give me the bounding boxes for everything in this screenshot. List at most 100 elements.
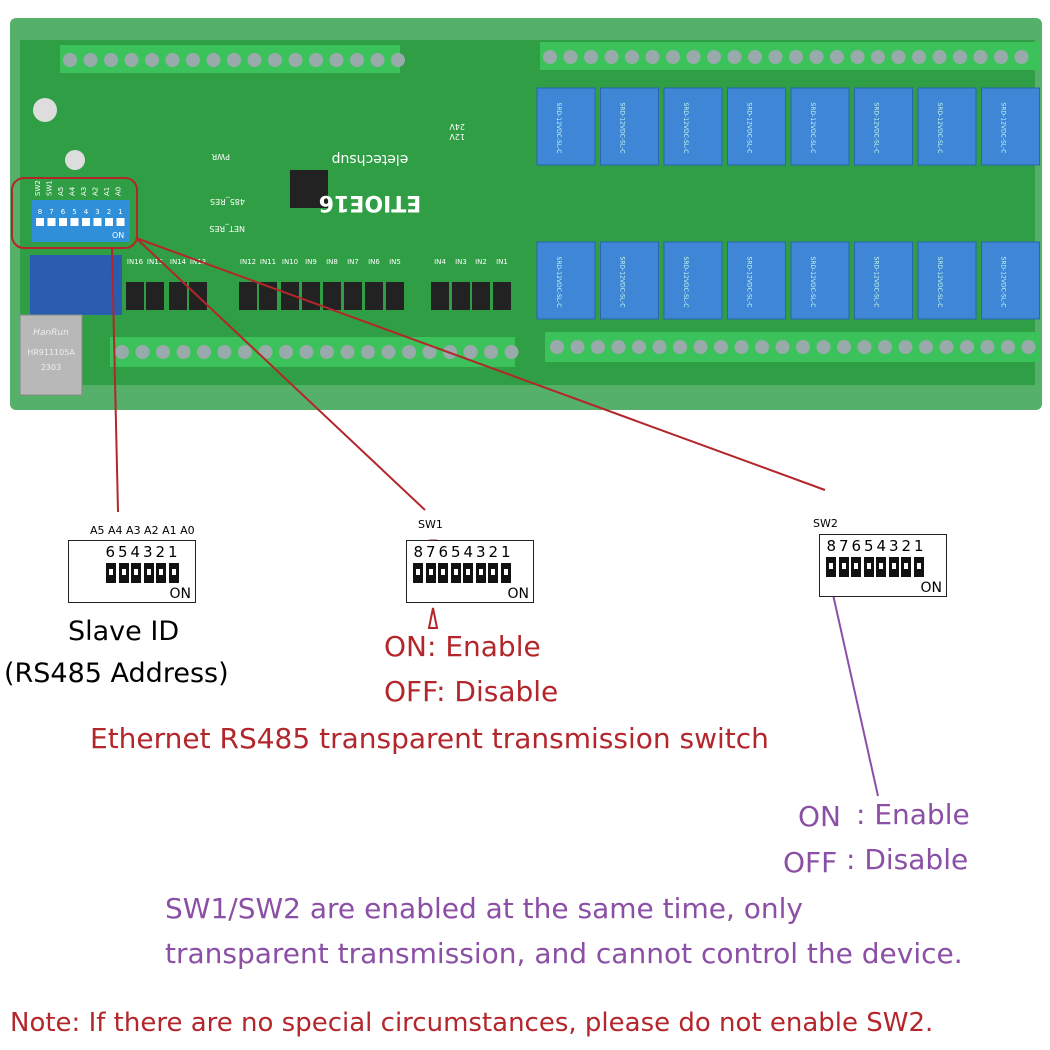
dip-key[interactable]: [105, 218, 113, 226]
dip-key[interactable]: [116, 218, 125, 226]
terminal-screw[interactable]: [775, 340, 790, 354]
terminal-screw[interactable]: [186, 53, 200, 67]
terminal-screw[interactable]: [857, 340, 872, 354]
terminal-screw[interactable]: [570, 340, 585, 354]
terminal-screw[interactable]: [156, 345, 170, 359]
relay-label: SRD-12VDC-SL-C: [873, 257, 880, 308]
terminal-screw[interactable]: [309, 53, 323, 67]
terminal-screw[interactable]: [124, 53, 139, 67]
terminal-screw[interactable]: [953, 50, 967, 64]
terminal-screw[interactable]: [980, 340, 995, 354]
terminal-screw[interactable]: [611, 340, 626, 354]
terminal-screw[interactable]: [115, 345, 129, 359]
terminal-screw[interactable]: [288, 53, 303, 67]
terminal-screw[interactable]: [484, 345, 498, 359]
terminal-screw[interactable]: [381, 345, 396, 359]
terminal-screw[interactable]: [591, 340, 605, 354]
terminal-screw[interactable]: [543, 50, 557, 64]
terminal-screw[interactable]: [912, 50, 926, 64]
terminal-screw[interactable]: [422, 345, 437, 359]
terminal-screw[interactable]: [673, 340, 687, 354]
switch-key: [450, 563, 461, 583]
terminal-screw[interactable]: [176, 345, 191, 359]
terminal-screw[interactable]: [197, 345, 211, 359]
terminal-screw[interactable]: [1001, 340, 1015, 354]
terminal-screw[interactable]: [135, 345, 150, 359]
terminal-screw[interactable]: [816, 340, 831, 354]
terminal-screw[interactable]: [350, 53, 364, 67]
terminal-screw[interactable]: [960, 340, 974, 354]
switch-number: 4: [876, 537, 887, 555]
relay-label: SRD-12VDC-SL-C: [936, 257, 943, 308]
terminal-screw[interactable]: [563, 50, 578, 64]
relay: [854, 241, 913, 320]
terminal-screw[interactable]: [299, 345, 314, 359]
terminal-screw[interactable]: [584, 50, 598, 64]
terminal-screw[interactable]: [625, 50, 639, 64]
terminal-screw[interactable]: [686, 50, 701, 64]
terminal-screw[interactable]: [789, 50, 803, 64]
terminal-screw[interactable]: [837, 340, 851, 354]
terminal-screw[interactable]: [145, 53, 159, 67]
dip-silkscreen-label: A2: [92, 187, 100, 196]
terminal-screw[interactable]: [1014, 50, 1029, 64]
terminal-screw[interactable]: [268, 53, 282, 67]
terminal-screw[interactable]: [645, 50, 660, 64]
terminal-screw[interactable]: [63, 53, 77, 67]
terminal-screw[interactable]: [217, 345, 232, 359]
terminal-screw[interactable]: [370, 53, 385, 67]
terminal-screw[interactable]: [227, 53, 241, 67]
terminal-screw[interactable]: [652, 340, 667, 354]
dip-key[interactable]: [70, 218, 79, 226]
terminal-screw[interactable]: [666, 50, 680, 64]
dip-key[interactable]: [36, 218, 44, 226]
terminal-screw[interactable]: [361, 345, 375, 359]
terminal-screw[interactable]: [919, 340, 933, 354]
terminal-screw[interactable]: [878, 340, 892, 354]
terminal-screw[interactable]: [632, 340, 646, 354]
terminal-screw[interactable]: [994, 50, 1008, 64]
terminal-screw[interactable]: [206, 53, 221, 67]
terminal-screw[interactable]: [550, 340, 564, 354]
terminal-screw[interactable]: [402, 345, 416, 359]
terminal-screw[interactable]: [83, 53, 98, 67]
terminal-screw[interactable]: [850, 50, 865, 64]
terminal-screw[interactable]: [748, 50, 762, 64]
terminal-screw[interactable]: [734, 340, 749, 354]
terminal-screw[interactable]: [693, 340, 708, 354]
terminal-screw[interactable]: [973, 50, 988, 64]
terminal-screw[interactable]: [463, 345, 478, 359]
terminal-screw[interactable]: [796, 340, 810, 354]
switch-number: 6: [438, 543, 449, 561]
terminal-screw[interactable]: [329, 53, 344, 67]
terminal-screw[interactable]: [279, 345, 293, 359]
terminal-screw[interactable]: [320, 345, 334, 359]
terminal-screw[interactable]: [165, 53, 180, 67]
sw1-off-text: OFF: Disable: [384, 675, 559, 708]
terminal-screw[interactable]: [755, 340, 769, 354]
terminal-screw[interactable]: [504, 345, 519, 359]
terminal-screw[interactable]: [932, 50, 947, 64]
terminal-screw[interactable]: [104, 53, 118, 67]
terminal-screw[interactable]: [604, 50, 619, 64]
terminal-screw[interactable]: [809, 50, 824, 64]
terminal-screw[interactable]: [391, 53, 405, 67]
terminal-screw[interactable]: [768, 50, 783, 64]
terminal-screw[interactable]: [714, 340, 728, 354]
dip-silkscreen-label: A4: [69, 186, 77, 196]
terminal-screw[interactable]: [247, 53, 262, 67]
terminal-screw[interactable]: [871, 50, 885, 64]
terminal-screw[interactable]: [340, 345, 355, 359]
terminal-screw[interactable]: [939, 340, 954, 354]
terminal-screw[interactable]: [891, 50, 906, 64]
dip-key[interactable]: [47, 218, 56, 226]
terminal-screw[interactable]: [898, 340, 913, 354]
terminal-screw[interactable]: [238, 345, 252, 359]
dip-key[interactable]: [59, 218, 67, 226]
terminal-screw[interactable]: [830, 50, 844, 64]
terminal-screw[interactable]: [1021, 340, 1036, 354]
terminal-screw[interactable]: [707, 50, 721, 64]
dip-key[interactable]: [82, 218, 90, 226]
terminal-screw[interactable]: [727, 50, 742, 64]
dip-key[interactable]: [93, 218, 102, 226]
